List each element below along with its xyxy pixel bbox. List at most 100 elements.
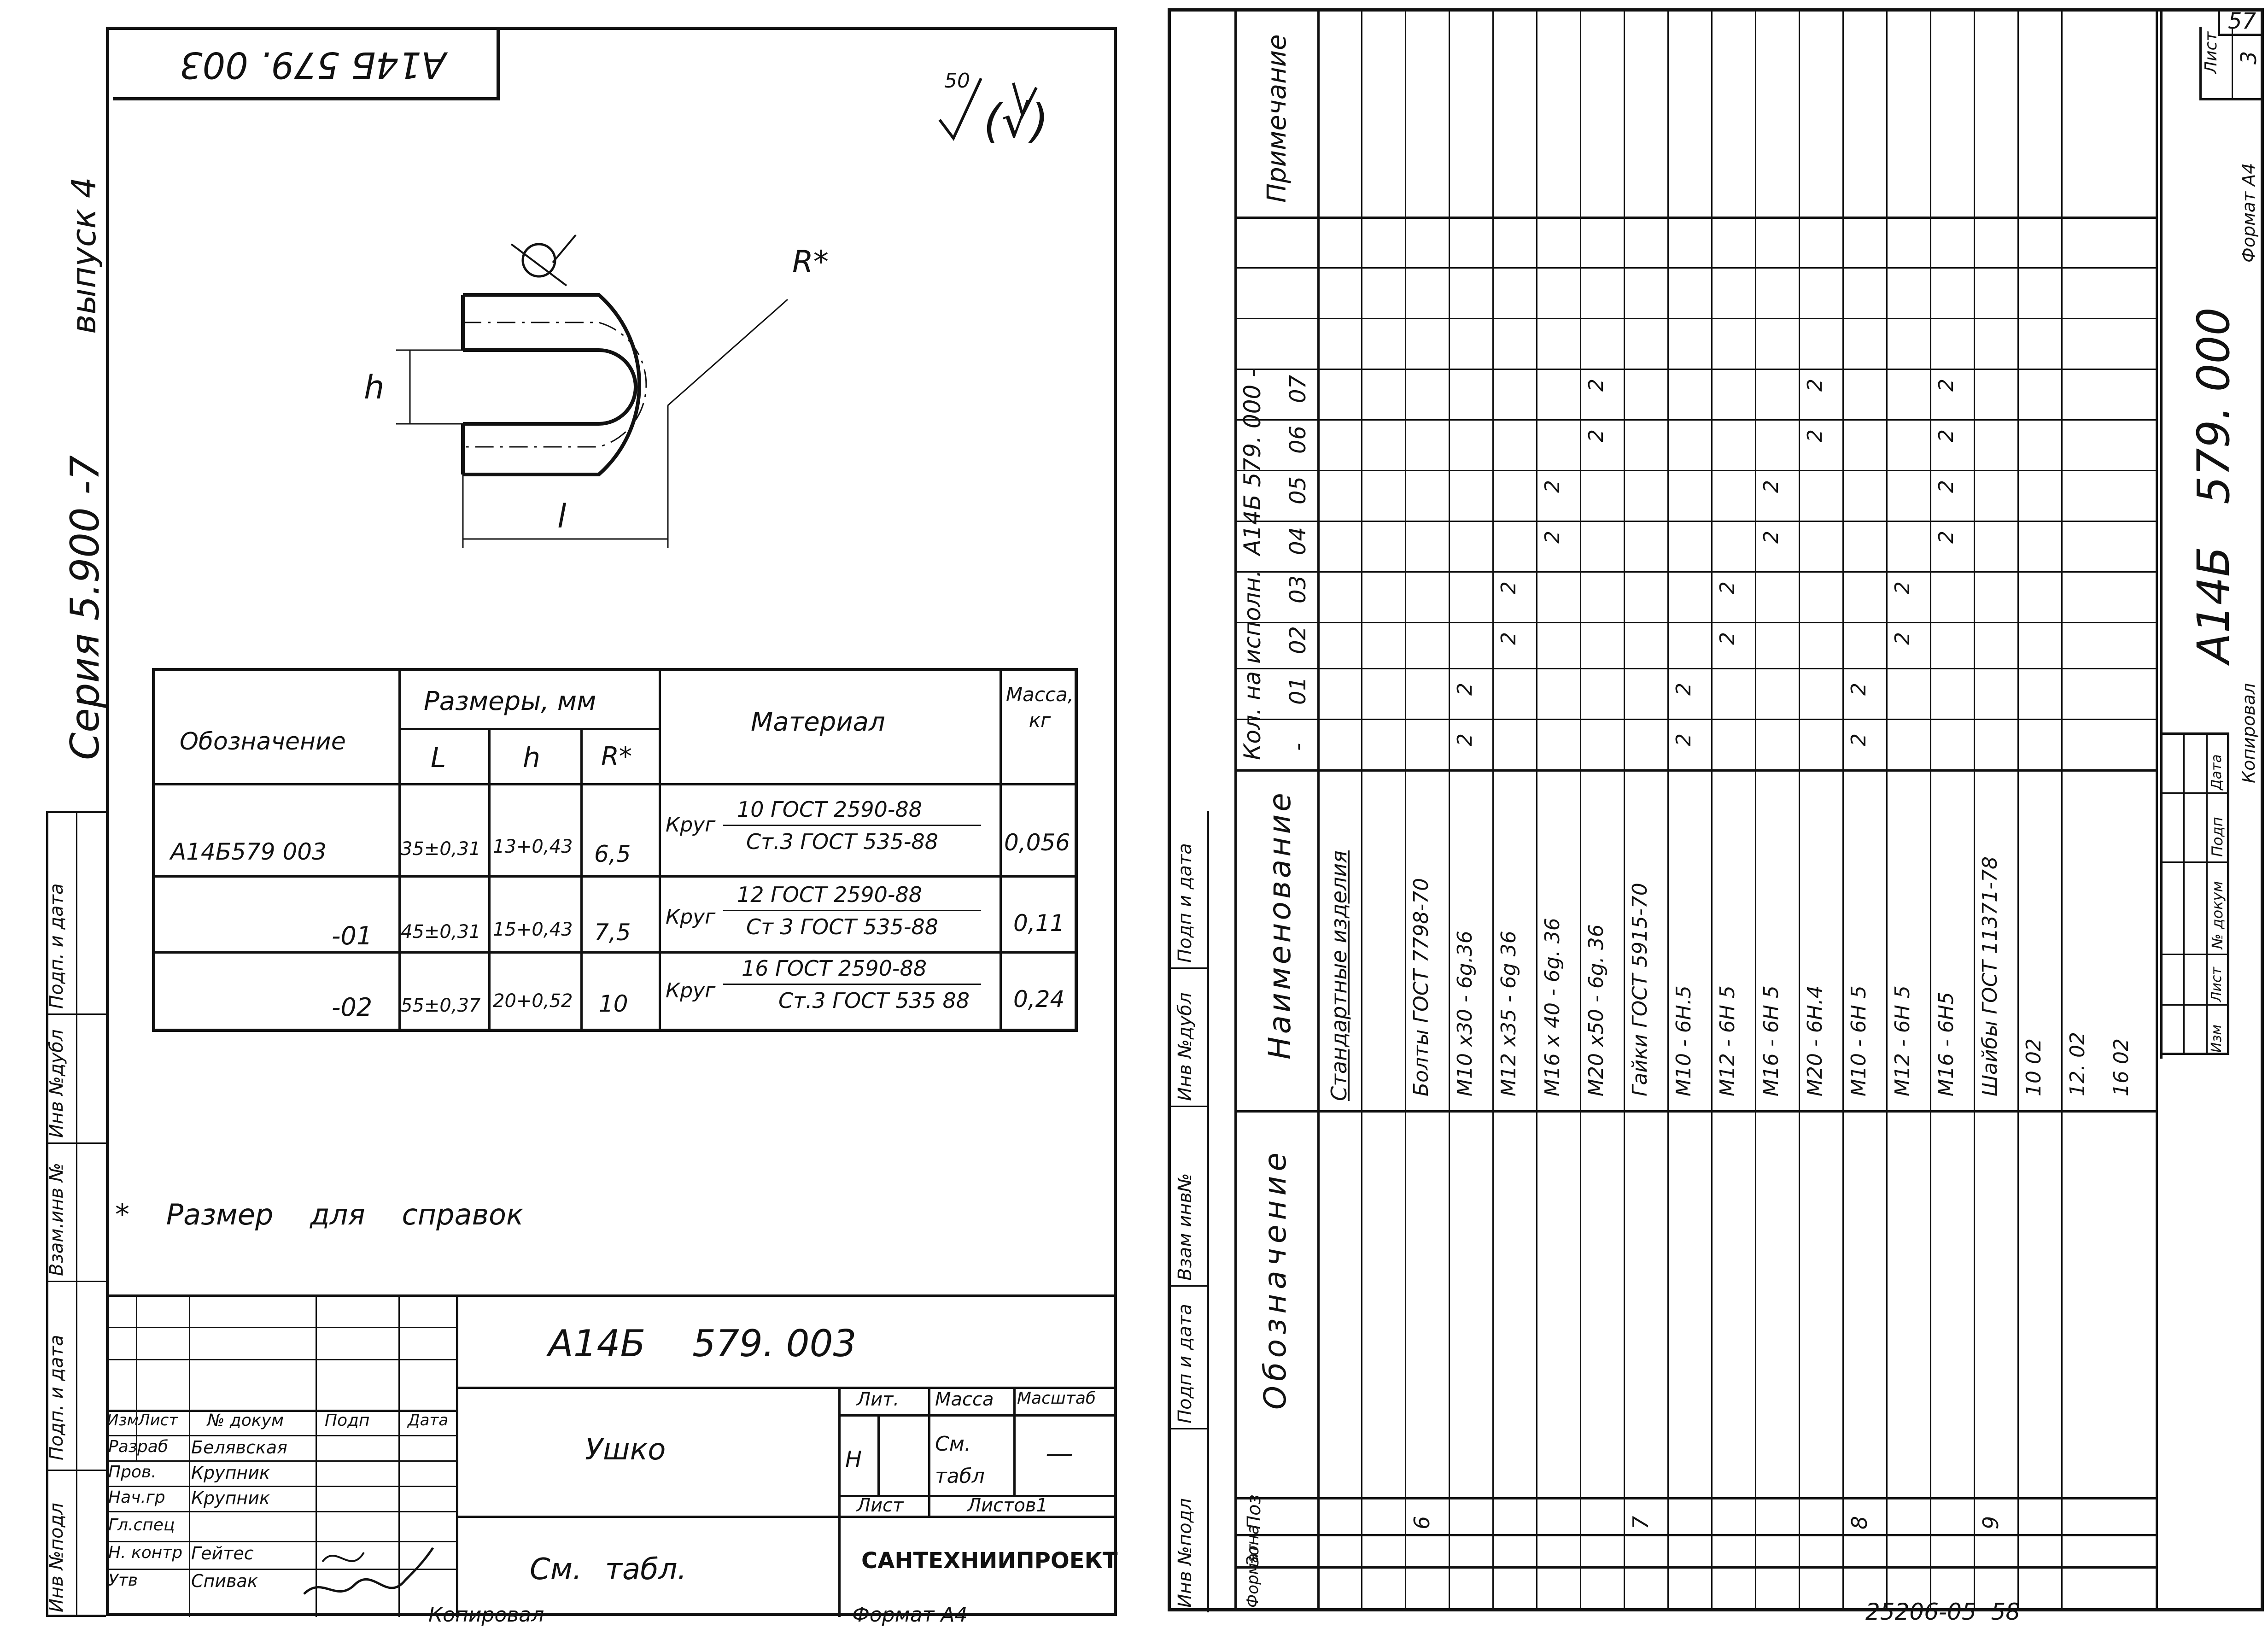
row3-l: 55±0,37 xyxy=(401,995,481,1016)
right-strip-label-4: Инв №дубл xyxy=(1175,992,1196,1101)
part-drawing xyxy=(396,234,788,548)
role-1-name: Белявская xyxy=(191,1437,287,1458)
row2-mat-prefix: Круг xyxy=(666,905,716,929)
spec-row-name: 16 02 xyxy=(2110,1038,2133,1096)
row1-mass: 0,056 xyxy=(1004,829,1070,856)
row1-r: 6,5 xyxy=(594,841,631,867)
row3-mat-top: 16 ГОСТ 2590-88 xyxy=(742,956,927,981)
stamp-col-izm: Изм xyxy=(107,1411,139,1429)
stamp-col-sign: Подп xyxy=(325,1411,370,1430)
side-series: Серия 5.900 -7 xyxy=(62,455,108,760)
spec-row-qty: 2 xyxy=(1716,581,1739,594)
spec-row-name: М10 х30 - 6g.36 xyxy=(1453,931,1477,1096)
variant-7: 07 xyxy=(1285,375,1311,403)
stamp-col-date: Дата xyxy=(408,1411,449,1429)
right-strip-label-1: Инв №подл xyxy=(1175,1498,1196,1608)
right-copied: Копировал xyxy=(2239,683,2259,783)
left-sheet-frame xyxy=(106,27,1117,1616)
row3-r: 10 xyxy=(599,990,628,1017)
spec-row-qty: 2 xyxy=(1584,379,1608,392)
spec-row-qty: 2 xyxy=(1497,632,1520,645)
row1-mat-bottom: Ст.3 ГОСТ 535-88 xyxy=(746,829,939,854)
left-strip-label-5: Подп. и дата xyxy=(46,883,67,1009)
spec-row-name: Гайки ГОСТ 5915-70 xyxy=(1628,883,1652,1096)
right-strip-label-5: Подп и дата xyxy=(1175,843,1196,963)
col-note: Примечание xyxy=(1262,34,1292,203)
right-sheet-frame xyxy=(1168,8,2264,1611)
role-1: Разраб xyxy=(108,1437,169,1456)
left-strip-label-1: Инв №подл xyxy=(46,1503,67,1612)
col-pos: Поз xyxy=(1244,1494,1265,1529)
row1-mat-top: 10 ГОСТ 2590-88 xyxy=(737,797,923,822)
mass-label: Масса xyxy=(935,1389,994,1410)
right-stamp-list: Лист xyxy=(2209,966,2225,1002)
right-stamp-date: Дата xyxy=(2209,754,2225,790)
header-material: Материал xyxy=(751,707,885,737)
header-mass: Масса, кг xyxy=(1005,683,1074,732)
spec-row-name: М12 х35 - 6g 36 xyxy=(1497,931,1520,1096)
scale-value: — xyxy=(1046,1437,1073,1470)
header-dims: Размеры, мм xyxy=(424,686,596,716)
row2-l: 45±0,31 xyxy=(401,921,481,943)
right-strip-label-2: Подп и дата xyxy=(1175,1304,1196,1423)
spec-row-qty: 2 xyxy=(1891,581,1914,594)
row1-l: 35±0,31 xyxy=(401,838,481,860)
role-4: Гл.спец xyxy=(108,1516,175,1534)
spec-row-qty: 2 xyxy=(1891,632,1914,645)
spec-row-qty: 2 xyxy=(1935,429,1958,442)
spec-row-qty: 2 xyxy=(1672,683,1695,696)
dim-r-label: R* xyxy=(792,244,829,280)
spec-row-name: 10 02 xyxy=(2022,1038,2046,1096)
spec-row-name: М16 - 6Н5 xyxy=(1935,992,1958,1096)
spec-row-pos: 7 xyxy=(1628,1516,1653,1529)
variant-4: 04 xyxy=(1285,527,1311,555)
spec-row-name: М16 - 6Н 5 xyxy=(1759,985,1783,1096)
col-name: Наименование xyxy=(1262,790,1298,1060)
title-material: См. табл. xyxy=(530,1552,687,1587)
left-copied: Копировал xyxy=(428,1603,544,1627)
left-format: Формат А4 xyxy=(852,1603,968,1627)
header-l: L xyxy=(431,742,446,774)
variant-2: 02 xyxy=(1285,626,1311,654)
spec-row-name: Шайбы ГОСТ 11371-78 xyxy=(1978,856,2002,1096)
row2-mat-bottom: Ст 3 ГОСТ 535-88 xyxy=(746,914,939,939)
rotated-code-box xyxy=(113,27,500,100)
spec-row-qty: 2 xyxy=(1497,581,1520,594)
spec-row-qty: 2 xyxy=(1716,632,1739,645)
side-issue: выпуск 4 xyxy=(64,177,103,334)
role-2-name: Крупник xyxy=(191,1463,270,1483)
col-zone: Зона xyxy=(1244,1524,1263,1566)
variant-1: 01 xyxy=(1285,676,1311,705)
row1-mat-prefix: Круг xyxy=(666,813,716,837)
spec-row-name: М10 - 6Н 5 xyxy=(1847,985,1871,1096)
row2-r: 7,5 xyxy=(594,919,631,946)
spec-row-qty: 2 xyxy=(1935,480,1958,493)
spec-row-qty: 2 xyxy=(1935,531,1958,544)
right-stamp xyxy=(2160,732,2229,1055)
role-6: Утв xyxy=(108,1571,138,1590)
spec-row-pos: 8 xyxy=(1847,1516,1872,1529)
spec-row-name: 12. 02 xyxy=(2066,1032,2089,1096)
sheet-label: Лист xyxy=(857,1495,904,1516)
spec-row-name: М12 - 6Н 5 xyxy=(1716,985,1739,1096)
lit-value: Н xyxy=(845,1447,862,1472)
spec-row-qty: 2 xyxy=(1803,379,1827,392)
row3-mass: 0,24 xyxy=(1013,986,1065,1013)
spec-row-qty: 2 xyxy=(1584,429,1608,442)
spec-row-qty: 2 xyxy=(1453,683,1477,696)
right-stamp-izm: Изм xyxy=(2209,1024,2225,1053)
role-6-name: Спивак xyxy=(191,1571,258,1591)
row3-h: 20+0,52 xyxy=(493,990,573,1012)
role-5-name: Гейтес xyxy=(191,1543,254,1564)
title-name: Ушко xyxy=(585,1433,666,1467)
right-strip-label-3: Взам инв№ xyxy=(1175,1173,1196,1281)
right-left-strip xyxy=(1168,811,1209,1612)
role-5: Н. контр xyxy=(108,1543,183,1562)
row2-h: 15+0,43 xyxy=(493,919,573,940)
spec-row-name: М12 - 6Н 5 xyxy=(1891,985,1914,1096)
row1-designation: А14Б579 003 xyxy=(170,838,327,865)
role-3: Нач.гр xyxy=(108,1488,165,1507)
lit-label: Лит. xyxy=(857,1389,900,1410)
left-strip-label-3: Взам.инв № xyxy=(46,1162,67,1276)
right-stamp-doc: № докум xyxy=(2209,881,2226,949)
